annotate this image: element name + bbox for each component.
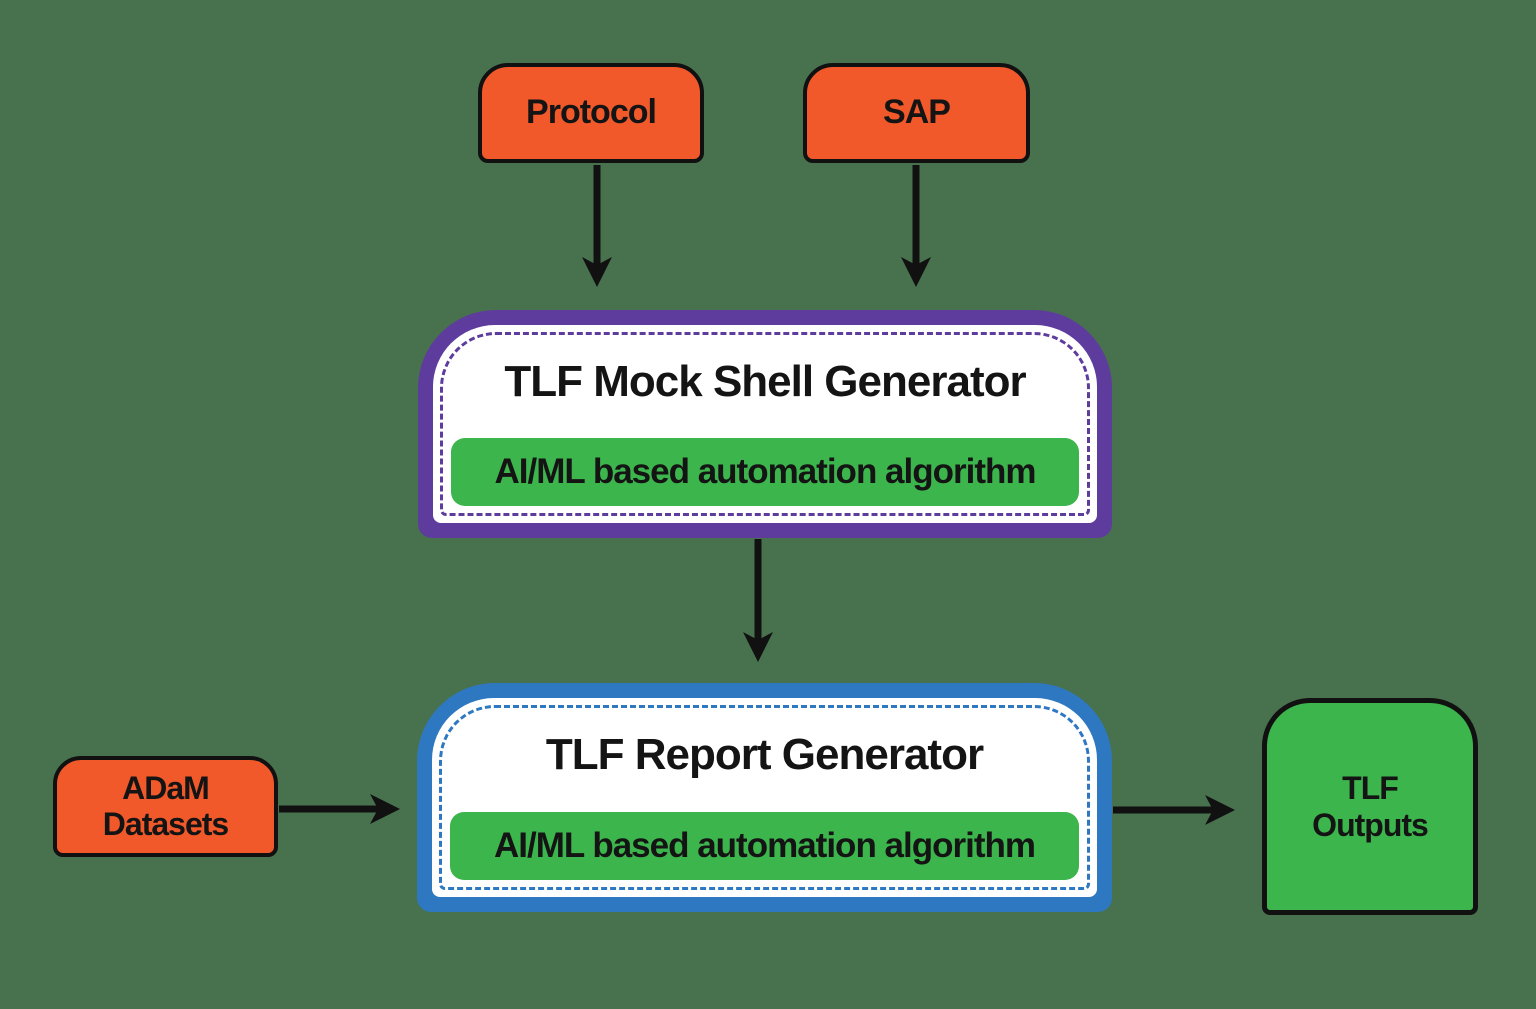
mock-shell-generator-title: TLF Mock Shell Generator [504, 356, 1026, 406]
report-generator-title: TLF Report Generator [545, 730, 984, 779]
report-algorithm-badge: AI/ML based automation algorithm [450, 812, 1079, 880]
sap-node: SAP [803, 63, 1030, 163]
protocol-label: Protocol [526, 93, 657, 132]
arrow-sap-to-mockshell [901, 165, 931, 287]
sap-label: SAP [883, 93, 951, 132]
report-generator-node: TLF Report Generator AI/ML based automat… [417, 683, 1112, 912]
mock-shell-generator-node: TLF Mock Shell Generator AI/ML based aut… [418, 310, 1112, 538]
adam-datasets-node: ADaM Datasets [53, 756, 278, 857]
protocol-node: Protocol [478, 63, 704, 163]
arrow-report-to-outputs [1113, 795, 1235, 825]
mock-shell-generator-body: TLF Mock Shell Generator AI/ML based aut… [433, 325, 1097, 523]
arrow-protocol-to-mockshell [582, 165, 612, 287]
tlf-outputs-label-line2: Outputs [1312, 806, 1429, 843]
mock-shell-algorithm-badge: AI/ML based automation algorithm [451, 438, 1079, 506]
tlf-outputs-node: TLF Outputs [1262, 698, 1478, 915]
adam-datasets-label-line1: ADaM [122, 770, 210, 807]
arrow-mockshell-to-report [743, 539, 773, 662]
tlf-outputs-label-line1: TLF [1342, 769, 1399, 806]
report-generator-body: TLF Report Generator AI/ML based automat… [432, 698, 1097, 897]
arrow-adam-to-report [279, 794, 400, 824]
adam-datasets-label-line2: Datasets [102, 805, 229, 842]
